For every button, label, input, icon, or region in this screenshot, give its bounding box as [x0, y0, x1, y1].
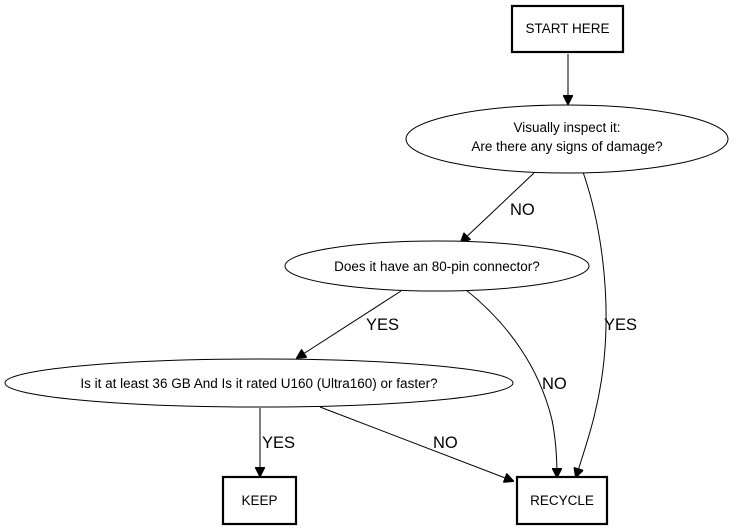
edge-capacity-no-to-recycle: NO	[319, 406, 513, 481]
edge-connector-yes-to-capacity: YES	[297, 290, 402, 358]
start-node-label: START HERE	[525, 21, 609, 36]
edge-label-inspect-no: NO	[510, 201, 535, 219]
keep-node-label: KEEP	[241, 493, 277, 508]
recycle-node: RECYCLE	[515, 475, 609, 526]
damage-inspection-line-1: Visually inspect it:	[513, 120, 620, 135]
edge-label-inspect-yes: YES	[604, 316, 637, 334]
edge-label-connector-no: NO	[542, 375, 567, 393]
edge-label-connector-yes: YES	[366, 316, 399, 334]
edge-inspect-no-to-connector: NO	[461, 172, 535, 242]
damage-inspection-node: Visually inspect it: Are there any signs…	[405, 104, 729, 174]
damage-inspection-line-2: Are there any signs of damage?	[471, 139, 662, 154]
edge-connector-no-to-recycle: NO	[465, 289, 567, 477]
connector-question-node: Does it have an 80-pin connector?	[284, 240, 590, 292]
edge-label-capacity-yes: YES	[262, 434, 295, 452]
keep-node: KEEP	[221, 475, 298, 526]
edge-label-capacity-no: NO	[433, 434, 458, 452]
recycle-node-label: RECYCLE	[530, 493, 594, 508]
connector-question-label: Does it have an 80-pin connector?	[334, 259, 540, 274]
edge-capacity-yes-to-keep: YES	[260, 408, 295, 476]
capacity-question-label: Is it at least 36 GB And Is it rated U16…	[80, 376, 437, 391]
capacity-question-node: Is it at least 36 GB And Is it rated U16…	[4, 358, 514, 408]
edge-inspect-yes-to-recycle: YES	[576, 171, 637, 477]
start-node: START HERE	[510, 4, 625, 54]
